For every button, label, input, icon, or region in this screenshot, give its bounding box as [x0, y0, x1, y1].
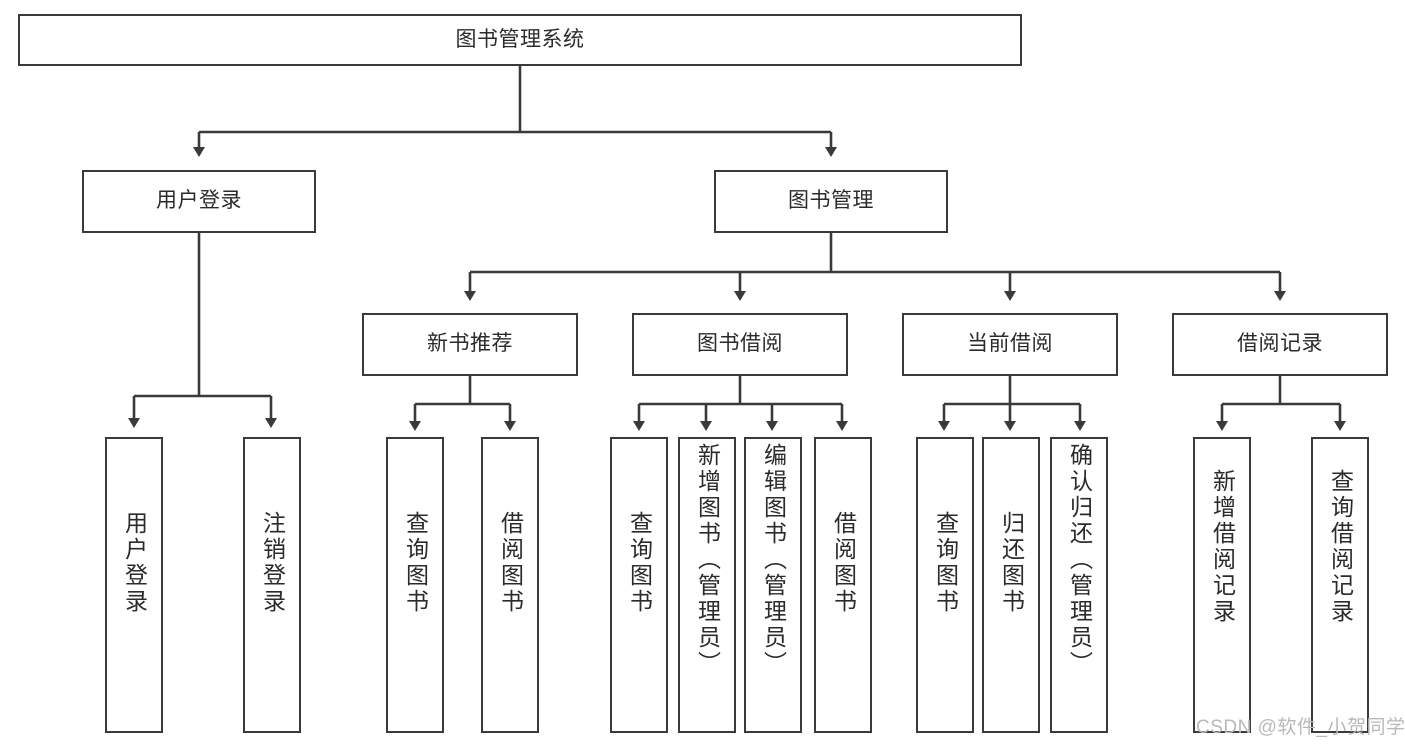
- leaf-query-book-3-label: 查询图书: [932, 511, 959, 615]
- leaf-query-record-label: 查询借阅记录: [1327, 469, 1354, 625]
- node-current-borrow[interactable]: 当前借阅: [902, 313, 1118, 376]
- leaf-borrow-book-2-label: 借阅图书: [830, 511, 857, 615]
- leaf-return-book[interactable]: 归还图书: [982, 437, 1040, 733]
- leaf-add-book[interactable]: 新增图书（管理员）: [678, 437, 736, 733]
- node-new-book-recommend-label: 新书推荐: [427, 332, 513, 356]
- leaf-borrow-book-2[interactable]: 借阅图书: [814, 437, 872, 733]
- leaf-borrow-book-1[interactable]: 借阅图书: [481, 437, 539, 733]
- leaf-query-record[interactable]: 查询借阅记录: [1311, 437, 1369, 733]
- node-root[interactable]: 图书管理系统: [18, 14, 1022, 66]
- leaf-edit-book[interactable]: 编辑图书（管理员）: [744, 437, 802, 733]
- leaf-add-record-label: 新增借阅记录: [1209, 469, 1236, 625]
- node-book-borrow[interactable]: 图书借阅: [632, 313, 848, 376]
- leaf-logout[interactable]: 注销登录: [243, 437, 301, 733]
- node-user-login[interactable]: 用户登录: [82, 170, 316, 233]
- leaf-edit-book-label: 编辑图书（管理员）: [760, 443, 787, 677]
- node-book-borrow-label: 图书借阅: [697, 332, 783, 356]
- node-book-management[interactable]: 图书管理: [714, 170, 948, 233]
- leaf-return-book-label: 归还图书: [998, 511, 1025, 615]
- node-user-login-label: 用户登录: [156, 189, 242, 213]
- leaf-confirm-return[interactable]: 确认归还（管理员）: [1050, 437, 1108, 733]
- csdn-watermark: CSDN @软件_小贺同学: [1196, 717, 1405, 738]
- leaf-query-book-1[interactable]: 查询图书: [386, 437, 444, 733]
- node-current-borrow-label: 当前借阅: [967, 332, 1053, 356]
- leaf-confirm-return-label: 确认归还（管理员）: [1066, 443, 1093, 677]
- leaf-query-book-2[interactable]: 查询图书: [610, 437, 668, 733]
- leaf-add-book-label: 新增图书（管理员）: [694, 443, 721, 677]
- node-book-management-label: 图书管理: [788, 189, 874, 213]
- node-root-label: 图书管理系统: [455, 27, 585, 51]
- leaf-query-book-3[interactable]: 查询图书: [916, 437, 974, 733]
- leaf-borrow-book-1-label: 借阅图书: [497, 511, 524, 615]
- node-new-book-recommend[interactable]: 新书推荐: [362, 313, 578, 376]
- leaf-query-book-1-label: 查询图书: [402, 511, 429, 615]
- leaf-user-login-label: 用户登录: [121, 511, 148, 615]
- leaf-add-record[interactable]: 新增借阅记录: [1193, 437, 1251, 733]
- leaf-user-login[interactable]: 用户登录: [105, 437, 163, 733]
- node-borrow-record-label: 借阅记录: [1237, 332, 1323, 356]
- leaf-logout-label: 注销登录: [259, 511, 286, 615]
- node-borrow-record[interactable]: 借阅记录: [1172, 313, 1388, 376]
- leaf-query-book-2-label: 查询图书: [626, 511, 653, 615]
